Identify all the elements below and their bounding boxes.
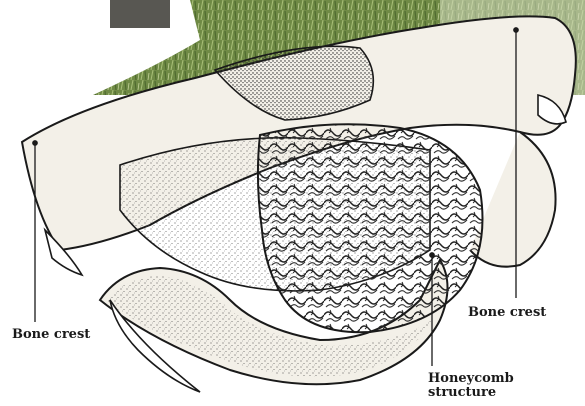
honeycomb-label-line1: Honeycomb [428,372,514,386]
honeycomb-label-line2: structure [428,386,514,400]
honeycomb-structure-label: Honeycomb structure [428,372,514,400]
honeycomb-structure [258,124,483,332]
bone-crest-left-label: Bone crest [12,328,90,342]
bone-crest-right-label: Bone crest [468,306,546,320]
